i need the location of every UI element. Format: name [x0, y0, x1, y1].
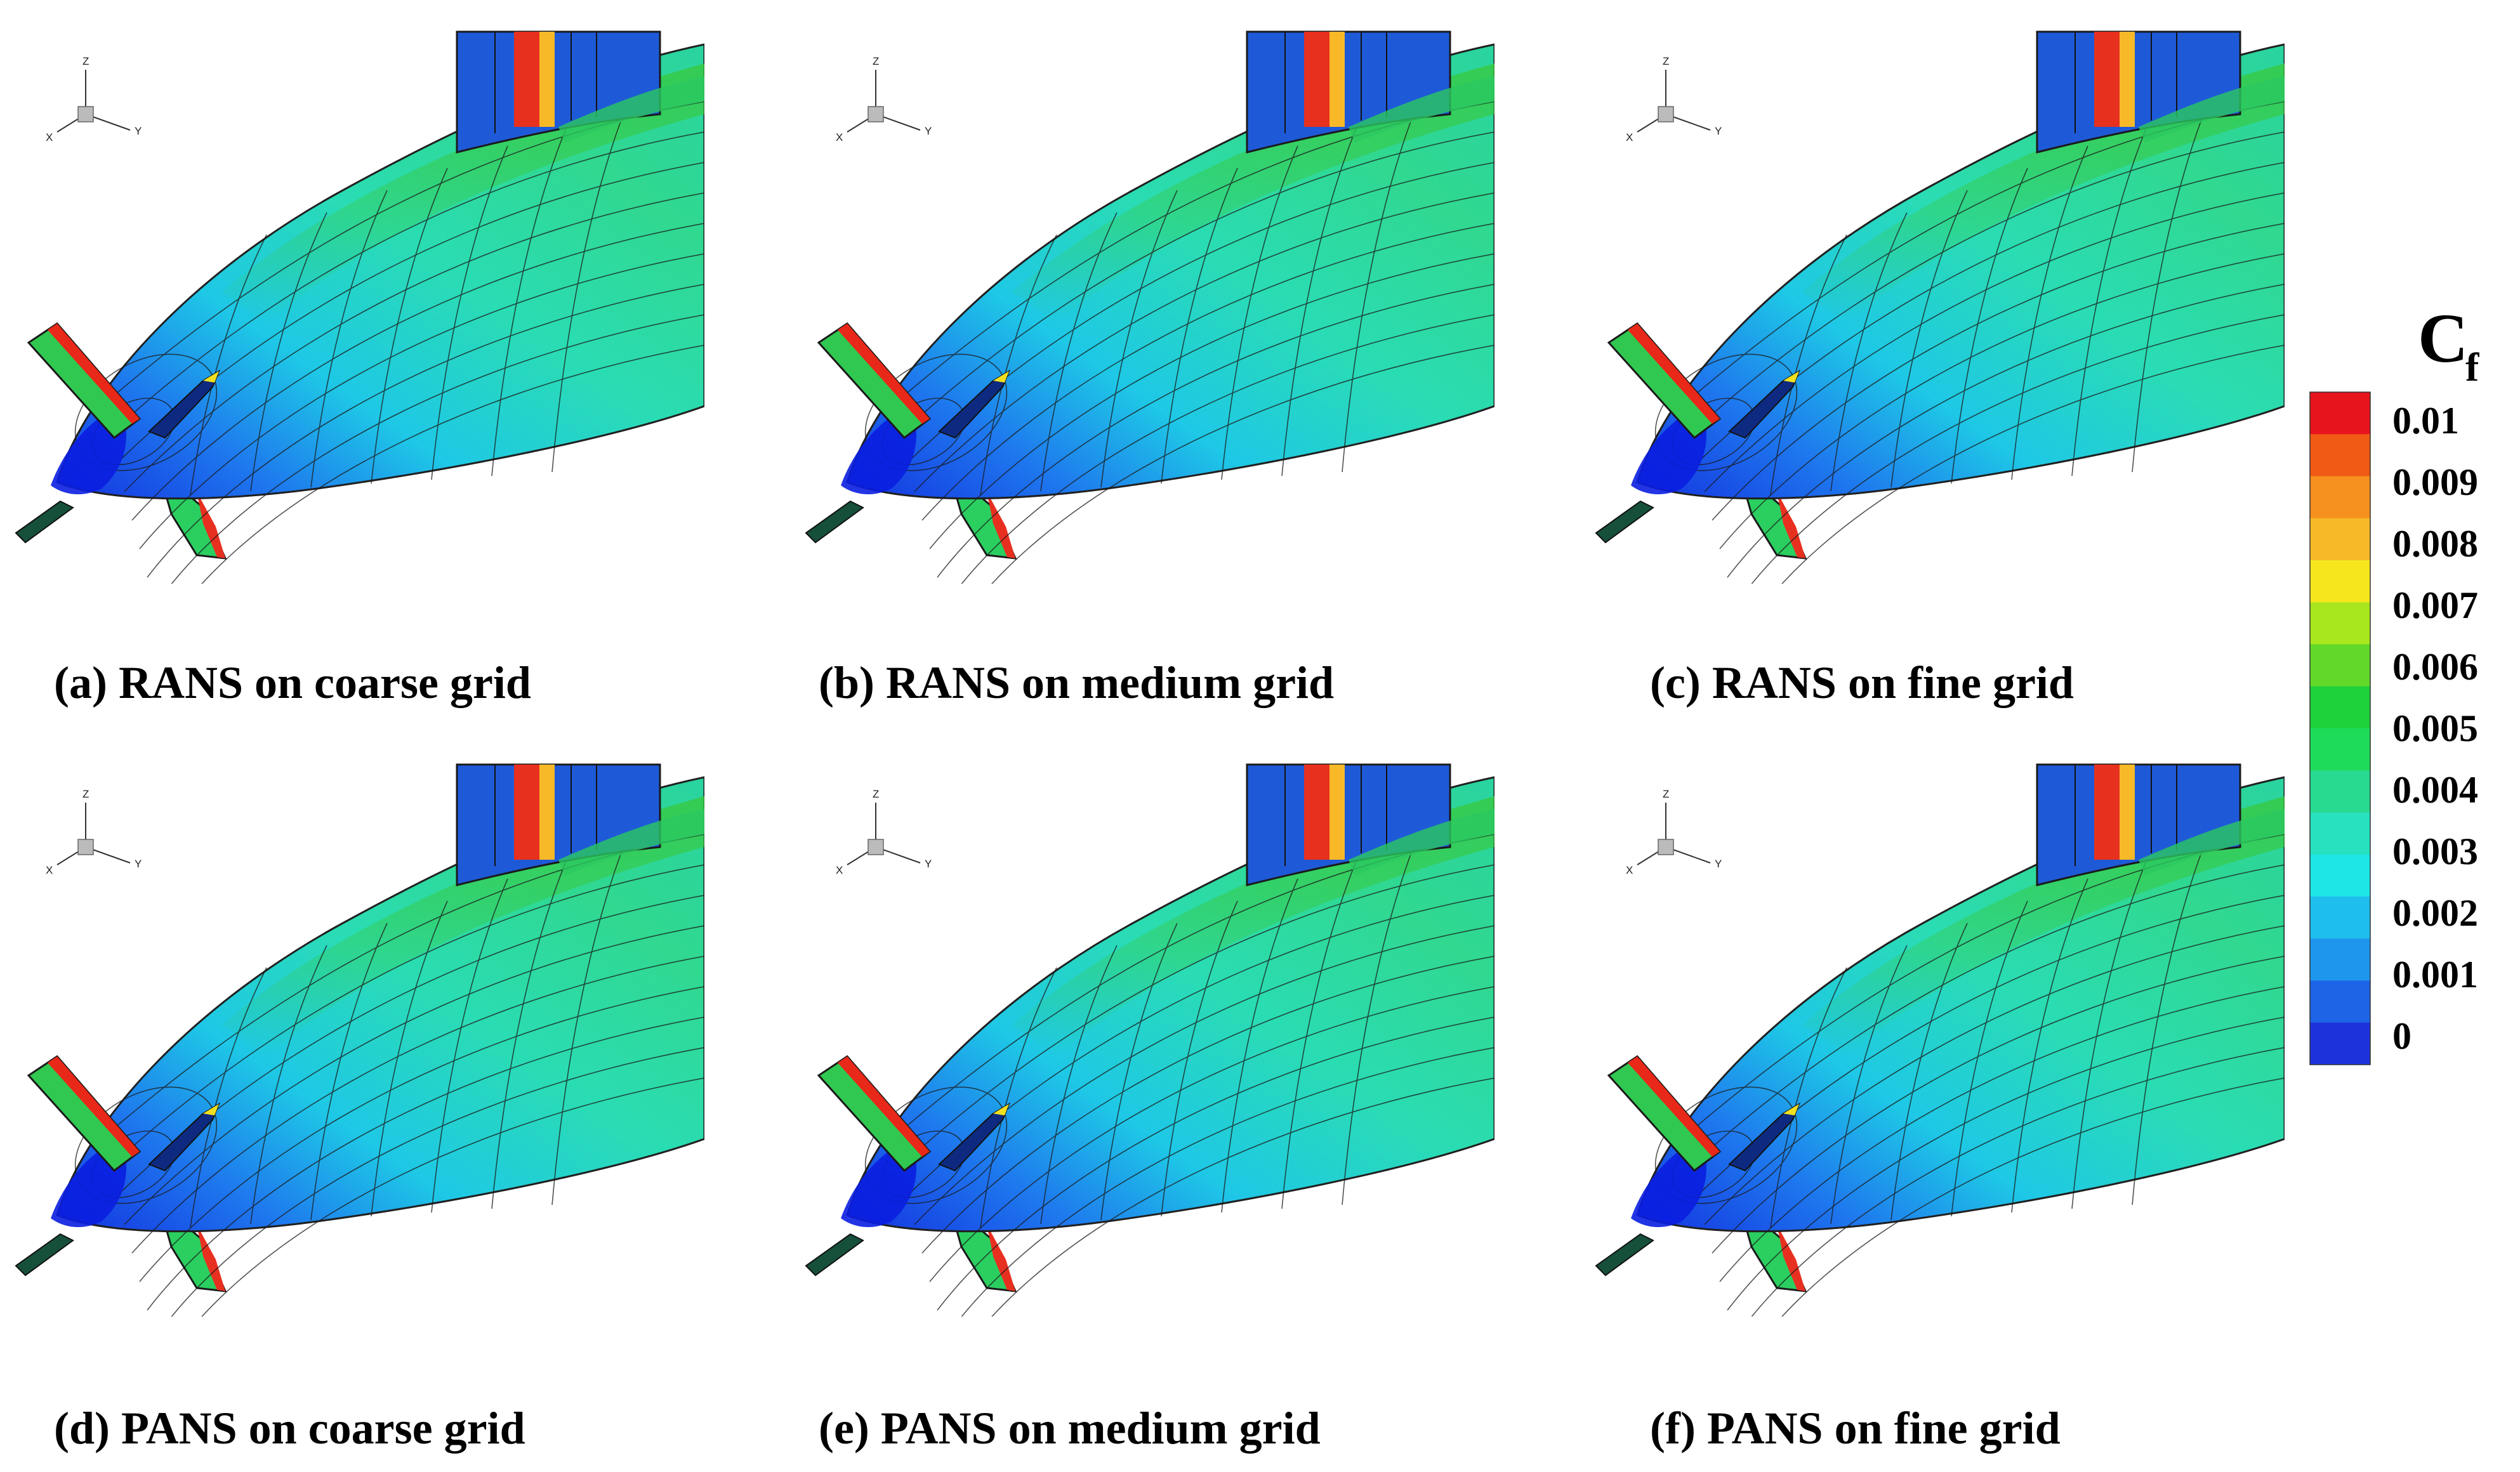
- axis-y-label: Y: [1715, 125, 1722, 137]
- axis-x-label: X: [836, 131, 843, 143]
- colorbar-swatch: [2310, 812, 2370, 855]
- panel-d: Z Y X: [13, 758, 730, 1317]
- colorbar-swatch: [2310, 686, 2370, 729]
- caption-e: (e) PANS on medium grid: [819, 1403, 1321, 1454]
- colorbar-swatch: [2310, 938, 2370, 981]
- colorbar-swatch: [2310, 560, 2370, 603]
- axis-y-label: Y: [925, 125, 932, 137]
- colorbar-tick-label: 0.005: [2392, 707, 2478, 749]
- hull-contour-plot: Z Y X: [805, 30, 1494, 584]
- axes-triad: Z Y X: [836, 55, 932, 143]
- colorbar-tick-label: 0.009: [2392, 461, 2478, 503]
- colorbar-swatch: [2310, 854, 2370, 897]
- hull-contour-plot: Z Y X: [1595, 763, 2285, 1317]
- axis-z-label: Z: [82, 55, 89, 67]
- hull-contour-plot: Z Y X: [15, 30, 704, 584]
- axis-y-label: Y: [925, 858, 932, 870]
- axis-x-label: X: [836, 864, 843, 876]
- caption-c: (c) RANS on fine grid: [1650, 657, 2074, 708]
- colorbar-swatch: [2310, 392, 2370, 435]
- axes-triad: Z Y X: [46, 788, 142, 876]
- legend-title: C: [2418, 299, 2468, 377]
- axis-y-label: Y: [135, 125, 142, 137]
- axis-z-label: Z: [1663, 788, 1669, 800]
- colorbar-tick-label: 0.003: [2392, 831, 2478, 872]
- axes-triad: Z Y X: [836, 788, 932, 876]
- axis-x-label: X: [46, 131, 53, 143]
- colorbar-swatch: [2310, 644, 2370, 687]
- colorbar-tick-label: 0.008: [2392, 523, 2478, 565]
- axis-y-label: Y: [1715, 858, 1722, 870]
- hull-contour-plot: Z Y X: [15, 763, 704, 1317]
- axis-z-label: Z: [873, 55, 879, 67]
- axes-triad: Z Y X: [1626, 55, 1722, 143]
- axis-z-label: Z: [1663, 55, 1669, 67]
- hull-contour-plot: Z Y X: [1595, 30, 2285, 584]
- colorbar-tick-label: 0.004: [2392, 769, 2478, 811]
- colorbar-tick-label: 0: [2392, 1015, 2411, 1057]
- colorbar-swatch: [2310, 476, 2370, 519]
- panel-b: Z Y X: [803, 25, 1520, 584]
- colorbar-tick-label: 0.002: [2392, 892, 2478, 934]
- colorbar-swatch: [2310, 980, 2370, 1023]
- panel-e: Z Y X: [803, 758, 1520, 1317]
- hull-contour-plot: Z Y X: [805, 763, 1494, 1317]
- colorbar-tick-label: 0.007: [2392, 584, 2478, 626]
- caption-b: (b) RANS on medium grid: [819, 657, 1335, 708]
- colorbar-swatch: [2310, 518, 2370, 561]
- colorbar-swatch: [2310, 728, 2370, 771]
- axis-z-label: Z: [82, 788, 89, 800]
- legend-title-subscript: f: [2465, 345, 2479, 390]
- colorbar-swatch: [2310, 897, 2370, 939]
- axis-x-label: X: [1626, 864, 1633, 876]
- panel-f: Z Y X: [1593, 758, 2310, 1317]
- colorbar-swatch: [2310, 770, 2370, 813]
- colorbar-swatch: [2310, 434, 2370, 476]
- colorbar-tick-label: 0.006: [2392, 646, 2478, 688]
- axis-y-label: Y: [135, 858, 142, 870]
- panel-c: Z Y X: [1593, 25, 2310, 584]
- colorbar-swatch: [2310, 1022, 2370, 1065]
- caption-d: (d) PANS on coarse grid: [54, 1403, 525, 1454]
- colorbar-tick-label: 0.01: [2392, 400, 2459, 442]
- axis-z-label: Z: [873, 788, 879, 800]
- axes-triad: Z Y X: [46, 55, 142, 143]
- axes-triad: Z Y X: [1626, 788, 1722, 876]
- panel-a: Z Y X: [13, 25, 730, 584]
- colorbar-tick-label: 0.001: [2392, 954, 2478, 996]
- caption-a: (a) RANS on coarse grid: [54, 657, 531, 708]
- colorbar-swatch: [2310, 602, 2370, 645]
- axis-x-label: X: [46, 864, 53, 876]
- caption-f: (f) PANS on fine grid: [1650, 1403, 2061, 1454]
- axis-x-label: X: [1626, 131, 1633, 143]
